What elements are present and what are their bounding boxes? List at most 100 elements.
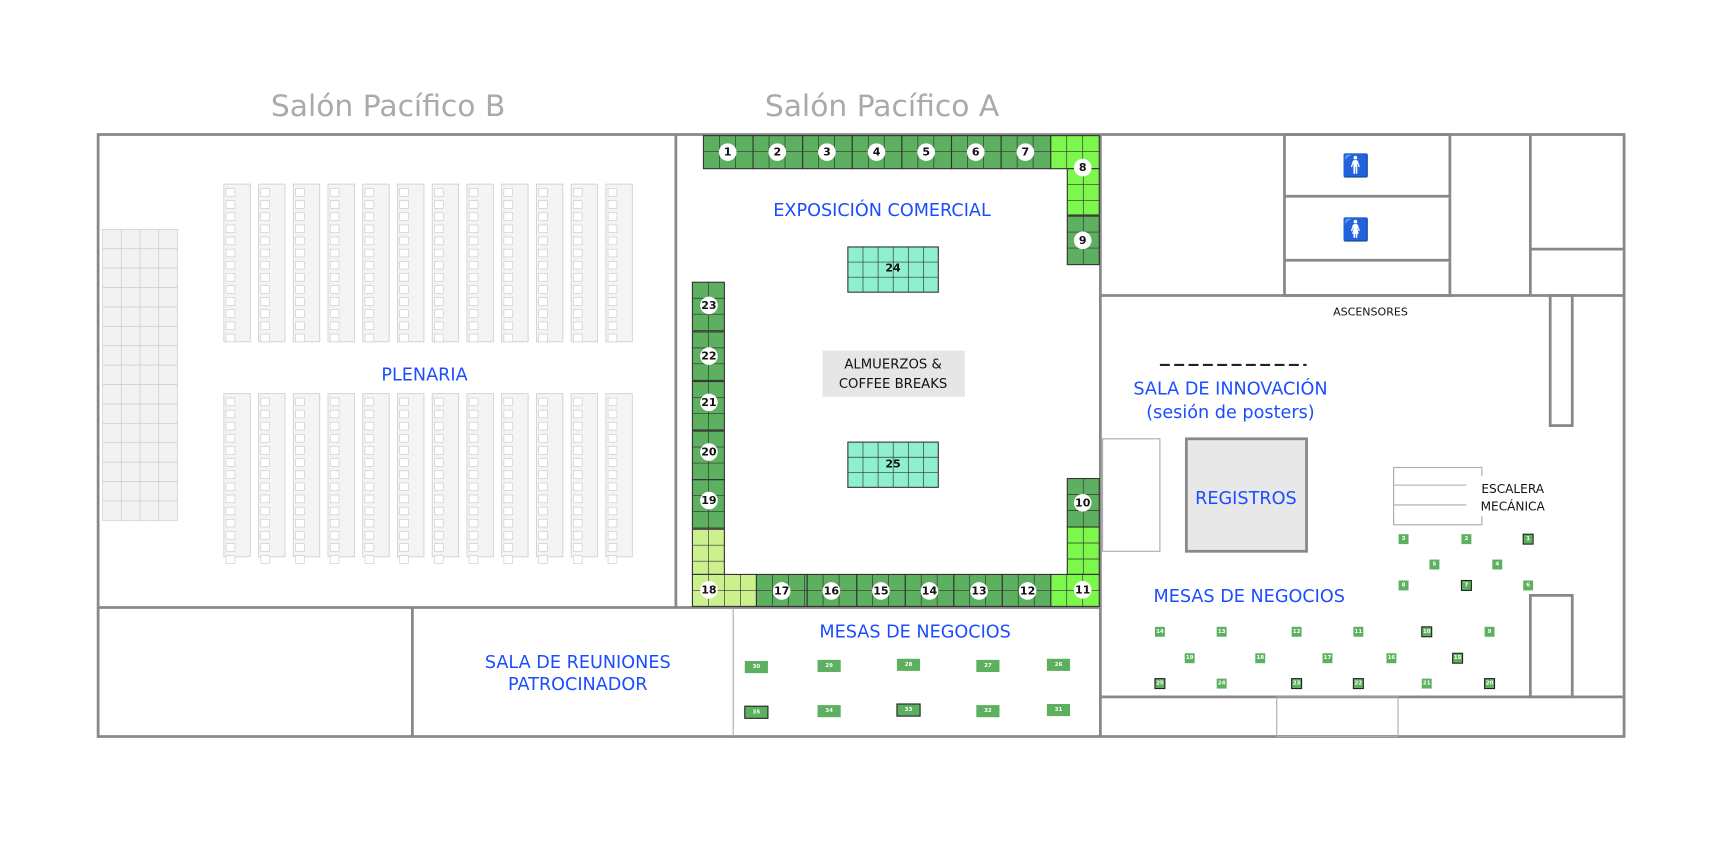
business-table-3[interactable]: 3 — [1398, 534, 1409, 545]
booth-22[interactable]: 22 — [691, 331, 725, 381]
seat — [434, 531, 444, 540]
business-table-26[interactable]: 26 — [1046, 658, 1071, 671]
seat — [295, 518, 305, 528]
seat — [329, 421, 340, 431]
seat — [538, 506, 548, 516]
business-table-24[interactable]: 24 — [1216, 678, 1227, 689]
business-table-15[interactable]: 15 — [1452, 652, 1464, 664]
business-table-6[interactable]: 6 — [1523, 580, 1534, 591]
business-table-16[interactable]: 16 — [1386, 653, 1397, 664]
business-table-23[interactable]: 23 — [1291, 678, 1303, 690]
seat — [295, 446, 305, 455]
registros-area[interactable] — [1184, 437, 1308, 553]
booth-15[interactable]: 15 — [856, 573, 906, 607]
business-table-29[interactable]: 29 — [817, 659, 841, 673]
table-number: 23 — [1293, 681, 1301, 687]
plenaria-grid-cell — [102, 364, 122, 385]
table-shape — [1429, 559, 1440, 570]
seat — [295, 212, 305, 221]
seat — [225, 333, 236, 343]
business-table-8[interactable]: 8 — [1398, 580, 1409, 591]
business-table-20[interactable]: 20 — [1484, 678, 1496, 690]
booth-number-badge — [772, 582, 791, 600]
business-table-34[interactable]: 34 — [817, 705, 841, 718]
business-table-5[interactable]: 5 — [1429, 559, 1440, 570]
table-shape — [817, 705, 841, 718]
booth-17[interactable]: 17 — [755, 573, 808, 607]
booth-1[interactable]: 1 — [702, 135, 754, 170]
business-table-28[interactable]: 28 — [896, 658, 921, 671]
booth-6[interactable]: 6 — [950, 135, 1002, 170]
booth-11[interactable]: 11 — [1050, 526, 1100, 607]
booth-24[interactable]: 24 — [847, 246, 939, 293]
booth-number: 10 — [1075, 496, 1091, 509]
booth-9[interactable]: 9 — [1066, 215, 1100, 266]
business-table-2[interactable]: 2 — [1461, 534, 1472, 545]
booth-19[interactable]: 19 — [691, 479, 725, 529]
business-table-32[interactable]: 32 — [976, 705, 1000, 718]
business-table-27[interactable]: 27 — [976, 659, 1000, 673]
booth-8[interactable]: 8 — [1050, 135, 1100, 216]
booth-14[interactable]: 14 — [904, 573, 955, 607]
booth-18[interactable]: 18 — [691, 528, 757, 607]
business-table-30[interactable]: 30 — [744, 660, 768, 674]
seat — [225, 482, 236, 491]
booth-3[interactable]: 3 — [802, 135, 853, 170]
plenaria-grid-cell — [102, 306, 122, 327]
seat — [468, 236, 479, 246]
seat — [468, 421, 479, 431]
seat — [364, 212, 375, 221]
seat — [607, 333, 618, 343]
table-number: 11 — [1355, 629, 1363, 635]
seat — [607, 470, 618, 479]
seat — [364, 224, 375, 233]
booth-20[interactable]: 20 — [691, 430, 725, 481]
booth-21[interactable]: 21 — [691, 380, 725, 431]
plenaria-grid-cell — [102, 461, 122, 482]
business-table-17[interactable]: 17 — [1322, 653, 1333, 664]
booth-23[interactable]: 23 — [691, 281, 725, 332]
booth-number-badge — [920, 582, 939, 600]
business-table-7[interactable]: 7 — [1460, 579, 1472, 591]
plenaria-grid-cell — [139, 345, 160, 366]
business-table-33[interactable]: 33 — [896, 703, 921, 717]
seat — [399, 248, 409, 258]
business-table-22[interactable]: 22 — [1352, 678, 1364, 690]
booth-number: 20 — [701, 446, 717, 459]
business-table-9[interactable]: 9 — [1484, 626, 1495, 637]
registros-label: REGISTROS — [1195, 489, 1297, 509]
seat — [295, 434, 305, 443]
booth-2[interactable]: 2 — [752, 135, 804, 170]
business-table-19[interactable]: 19 — [1184, 653, 1195, 664]
business-table-18[interactable]: 18 — [1255, 653, 1266, 664]
booth-number: 15 — [873, 584, 888, 597]
booth-number-badge — [1073, 231, 1092, 250]
booth-13[interactable]: 13 — [953, 573, 1003, 607]
booth-5[interactable]: 5 — [901, 135, 953, 170]
business-table-25[interactable]: 25 — [1154, 678, 1166, 690]
seat — [295, 309, 305, 318]
seat — [468, 212, 479, 221]
business-table-21[interactable]: 21 — [1421, 678, 1432, 689]
booth-16[interactable]: 16 — [806, 573, 858, 607]
business-table-11[interactable]: 11 — [1353, 626, 1364, 637]
business-table-31[interactable]: 31 — [1046, 703, 1071, 717]
booth-12[interactable]: 12 — [1001, 573, 1052, 607]
business-table-14[interactable]: 14 — [1154, 626, 1165, 637]
booth-4[interactable]: 4 — [851, 135, 903, 170]
booth-7[interactable]: 7 — [1000, 135, 1052, 170]
business-table-4[interactable]: 4 — [1492, 559, 1503, 570]
seat — [329, 212, 340, 221]
business-table-1[interactable]: 1 — [1522, 533, 1534, 545]
booth-10[interactable]: 10 — [1066, 477, 1100, 528]
seat — [399, 434, 409, 443]
business-table-10[interactable]: 10 — [1421, 626, 1433, 638]
business-table-13[interactable]: 13 — [1216, 626, 1227, 637]
table-shape — [1291, 678, 1303, 690]
business-table-12[interactable]: 12 — [1291, 626, 1302, 637]
booth-25[interactable]: 25 — [847, 441, 939, 488]
business-table-35[interactable]: 35 — [744, 705, 769, 719]
plenaria-grid-cell — [139, 500, 160, 521]
seat — [225, 494, 236, 504]
seat — [399, 297, 409, 306]
